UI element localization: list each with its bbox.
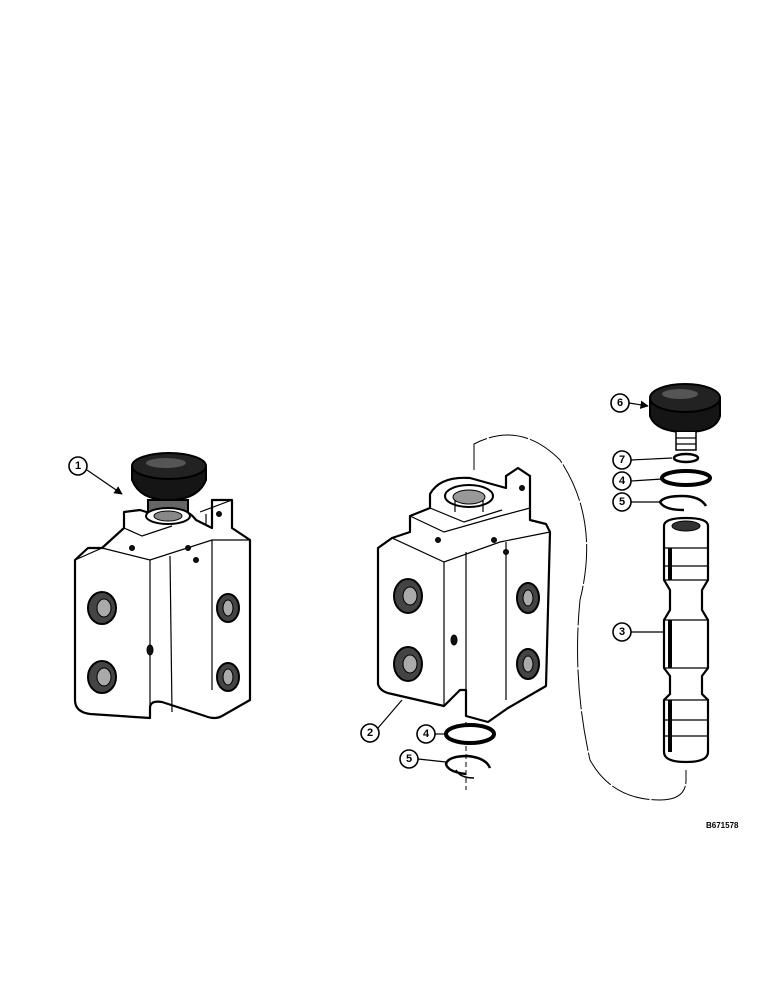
knob-part-6 xyxy=(649,383,721,451)
snap-ring-part-5-upper xyxy=(658,494,708,512)
spool-part-3 xyxy=(662,516,710,764)
lower-snap-ring-5 xyxy=(444,754,492,779)
port-lower-left xyxy=(87,660,117,694)
body-port-upper-left xyxy=(393,578,423,614)
valve-body xyxy=(376,466,552,724)
body-port-lower-right xyxy=(516,648,540,680)
port-upper-left xyxy=(87,591,117,625)
valve-bore xyxy=(444,484,494,512)
seal-part-7 xyxy=(672,452,700,464)
assembled-knob xyxy=(131,452,207,525)
svg-text:2: 2 xyxy=(367,727,373,739)
svg-text:5: 5 xyxy=(619,496,625,508)
callout-4-lower: 4 xyxy=(416,724,446,744)
callout-3: 3 xyxy=(612,622,664,642)
svg-text:5: 5 xyxy=(406,753,412,765)
svg-text:7: 7 xyxy=(619,454,625,466)
callout-2: 2 xyxy=(360,699,403,743)
svg-text:4: 4 xyxy=(619,475,626,487)
svg-text:4: 4 xyxy=(423,728,430,740)
svg-text:1: 1 xyxy=(75,460,81,472)
callout-5-upper: 5 xyxy=(612,492,660,512)
lower-seal-4 xyxy=(444,723,496,745)
assembly-path-line xyxy=(473,434,687,801)
svg-text:3: 3 xyxy=(619,626,625,638)
callout-4-upper: 4 xyxy=(612,471,663,491)
seal-part-4-upper xyxy=(660,469,712,487)
svg-text:6: 6 xyxy=(617,397,623,409)
port-lower-right xyxy=(216,662,240,692)
body-port-lower-left xyxy=(393,646,423,682)
port-upper-right xyxy=(216,593,240,623)
assembled-valve xyxy=(73,452,252,720)
body-port-upper-right xyxy=(516,582,540,614)
callout-6: 6 xyxy=(610,393,649,413)
callout-5-lower: 5 xyxy=(399,749,447,769)
callout-7: 7 xyxy=(612,450,673,470)
callout-1: 1 xyxy=(68,456,123,495)
reference-code: B671578 xyxy=(706,821,739,830)
